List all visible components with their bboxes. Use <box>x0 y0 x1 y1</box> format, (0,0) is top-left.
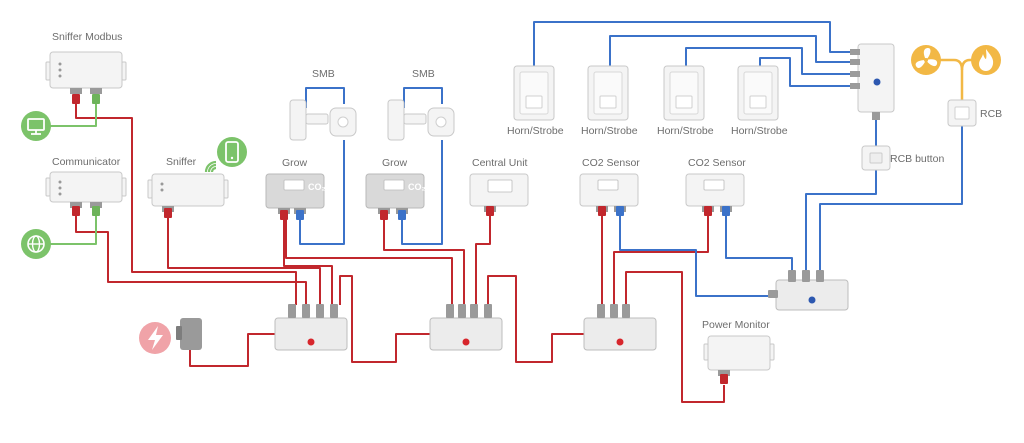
co2-sensor-device-2 <box>685 173 745 216</box>
label-co2-sensor-1: CO2 Sensor <box>582 157 640 169</box>
label-grow-2: Grow <box>382 157 408 169</box>
horn-strobe-device-2 <box>587 65 629 121</box>
fan-icon <box>911 45 941 75</box>
label-power-monitor: Power Monitor <box>702 319 770 331</box>
label-sniffer: Sniffer <box>166 156 197 168</box>
monitor-icon <box>21 111 51 141</box>
label-rcb-button: RCB button <box>890 153 944 165</box>
power-monitor-device <box>703 335 775 384</box>
smb-device-2 <box>387 99 455 141</box>
lightning-icon <box>139 322 171 354</box>
label-communicator: Communicator <box>52 156 121 168</box>
fire-icon <box>971 45 1001 75</box>
sniffer-modbus-device <box>45 51 127 104</box>
co2-badge-grow-1: CO₂ <box>308 182 326 192</box>
network-wires <box>48 102 97 245</box>
rcb-wires <box>940 58 984 100</box>
co2-badge-grow-2: CO₂ <box>408 182 426 192</box>
label-smb-2: SMB <box>412 68 435 80</box>
label-sniffer-modbus: Sniffer Modbus <box>52 31 122 43</box>
hub-2 <box>429 304 503 351</box>
central-unit-device <box>469 173 529 216</box>
label-smb-1: SMB <box>312 68 335 80</box>
rcb-device <box>947 99 977 127</box>
hub-3 <box>583 304 657 351</box>
co2-sensor-device-1 <box>579 173 639 216</box>
power-supply-device <box>176 318 202 350</box>
grow-device-2 <box>365 173 425 220</box>
hub-4 <box>768 270 849 311</box>
sniffer-device <box>147 173 229 218</box>
globe-icon <box>21 229 51 259</box>
wifi-icon <box>204 160 217 173</box>
horn-strobe-device-3 <box>663 65 705 121</box>
hub-1 <box>274 304 348 351</box>
label-horn-strobe-4: Horn/Strobe <box>731 125 788 137</box>
sensor-wires <box>299 21 963 297</box>
label-horn-strobe-1: Horn/Strobe <box>507 125 564 137</box>
horn-junction-box <box>850 43 895 120</box>
label-horn-strobe-2: Horn/Strobe <box>581 125 638 137</box>
phone-icon <box>217 137 247 167</box>
horn-strobe-device-4 <box>737 65 779 121</box>
communicator-device <box>45 171 127 216</box>
rcb-button-device <box>861 145 891 171</box>
grow-device-1 <box>265 173 325 220</box>
power-wires <box>75 102 725 403</box>
label-grow-1: Grow <box>282 157 308 169</box>
label-central-unit: Central Unit <box>472 157 528 169</box>
label-horn-strobe-3: Horn/Strobe <box>657 125 714 137</box>
label-rcb: RCB <box>980 108 1002 120</box>
horn-strobe-device-1 <box>513 65 555 121</box>
smb-device-1 <box>289 99 357 141</box>
label-co2-sensor-2: CO2 Sensor <box>688 157 746 169</box>
